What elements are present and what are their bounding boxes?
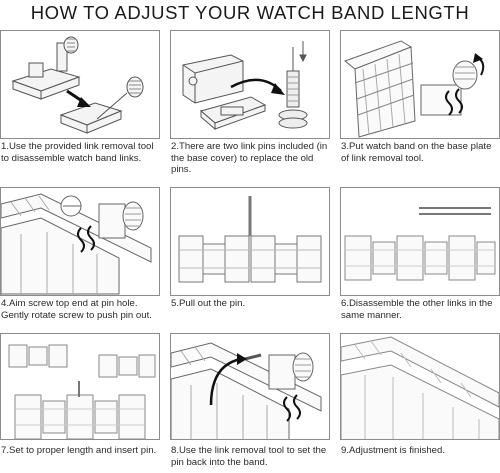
step-7-caption: 7.Set to proper length and insert pin. xyxy=(1,445,157,456)
arrow-icon xyxy=(237,353,247,365)
step-9-illustration xyxy=(340,333,500,440)
pin-icon xyxy=(419,207,491,215)
step-5-caption: 5.Pull out the pin. xyxy=(171,298,246,309)
step-5-illustration xyxy=(170,187,330,296)
pin-icon xyxy=(278,41,308,129)
step-6-illustration xyxy=(340,187,500,296)
watch-band-icon xyxy=(343,40,485,138)
pin-icon xyxy=(244,353,262,361)
step-1-caption: 1.Use the provided link removal tool to … xyxy=(1,141,154,164)
watch-band-icon xyxy=(8,344,156,439)
rotate-arrow-icon xyxy=(283,394,301,422)
watch-band-icon xyxy=(178,196,322,283)
step-7-illustration xyxy=(0,333,160,440)
step-4-caption: 4.Aim screw top end at pin hole. Gently … xyxy=(1,298,152,321)
watch-band-icon xyxy=(344,207,496,281)
step-8-caption: 8.Use the link removal tool to set the p… xyxy=(171,445,327,468)
step-8-illustration xyxy=(170,333,330,440)
step-1-illustration xyxy=(0,30,160,139)
step-4-illustration xyxy=(0,187,160,296)
page-title: HOW TO ADJUST YOUR WATCH BAND LENGTH xyxy=(30,2,470,23)
link-removal-tool-icon xyxy=(11,36,144,134)
step-2-caption: 2.There are two link pins included (in t… xyxy=(171,141,328,175)
step-2-illustration xyxy=(170,30,330,139)
arrow-icon xyxy=(271,83,285,95)
step-6-caption: 6.Disassemble the other links in the sam… xyxy=(341,298,493,321)
watch-band-icon xyxy=(341,336,499,439)
step-9-caption: 9.Adjustment is finished. xyxy=(341,445,445,456)
rotate-arrow-icon xyxy=(77,225,95,253)
step-3-caption: 3.Put watch band on the base plate of li… xyxy=(341,141,492,164)
step-3-illustration xyxy=(340,30,500,139)
arrow-icon xyxy=(77,97,91,107)
